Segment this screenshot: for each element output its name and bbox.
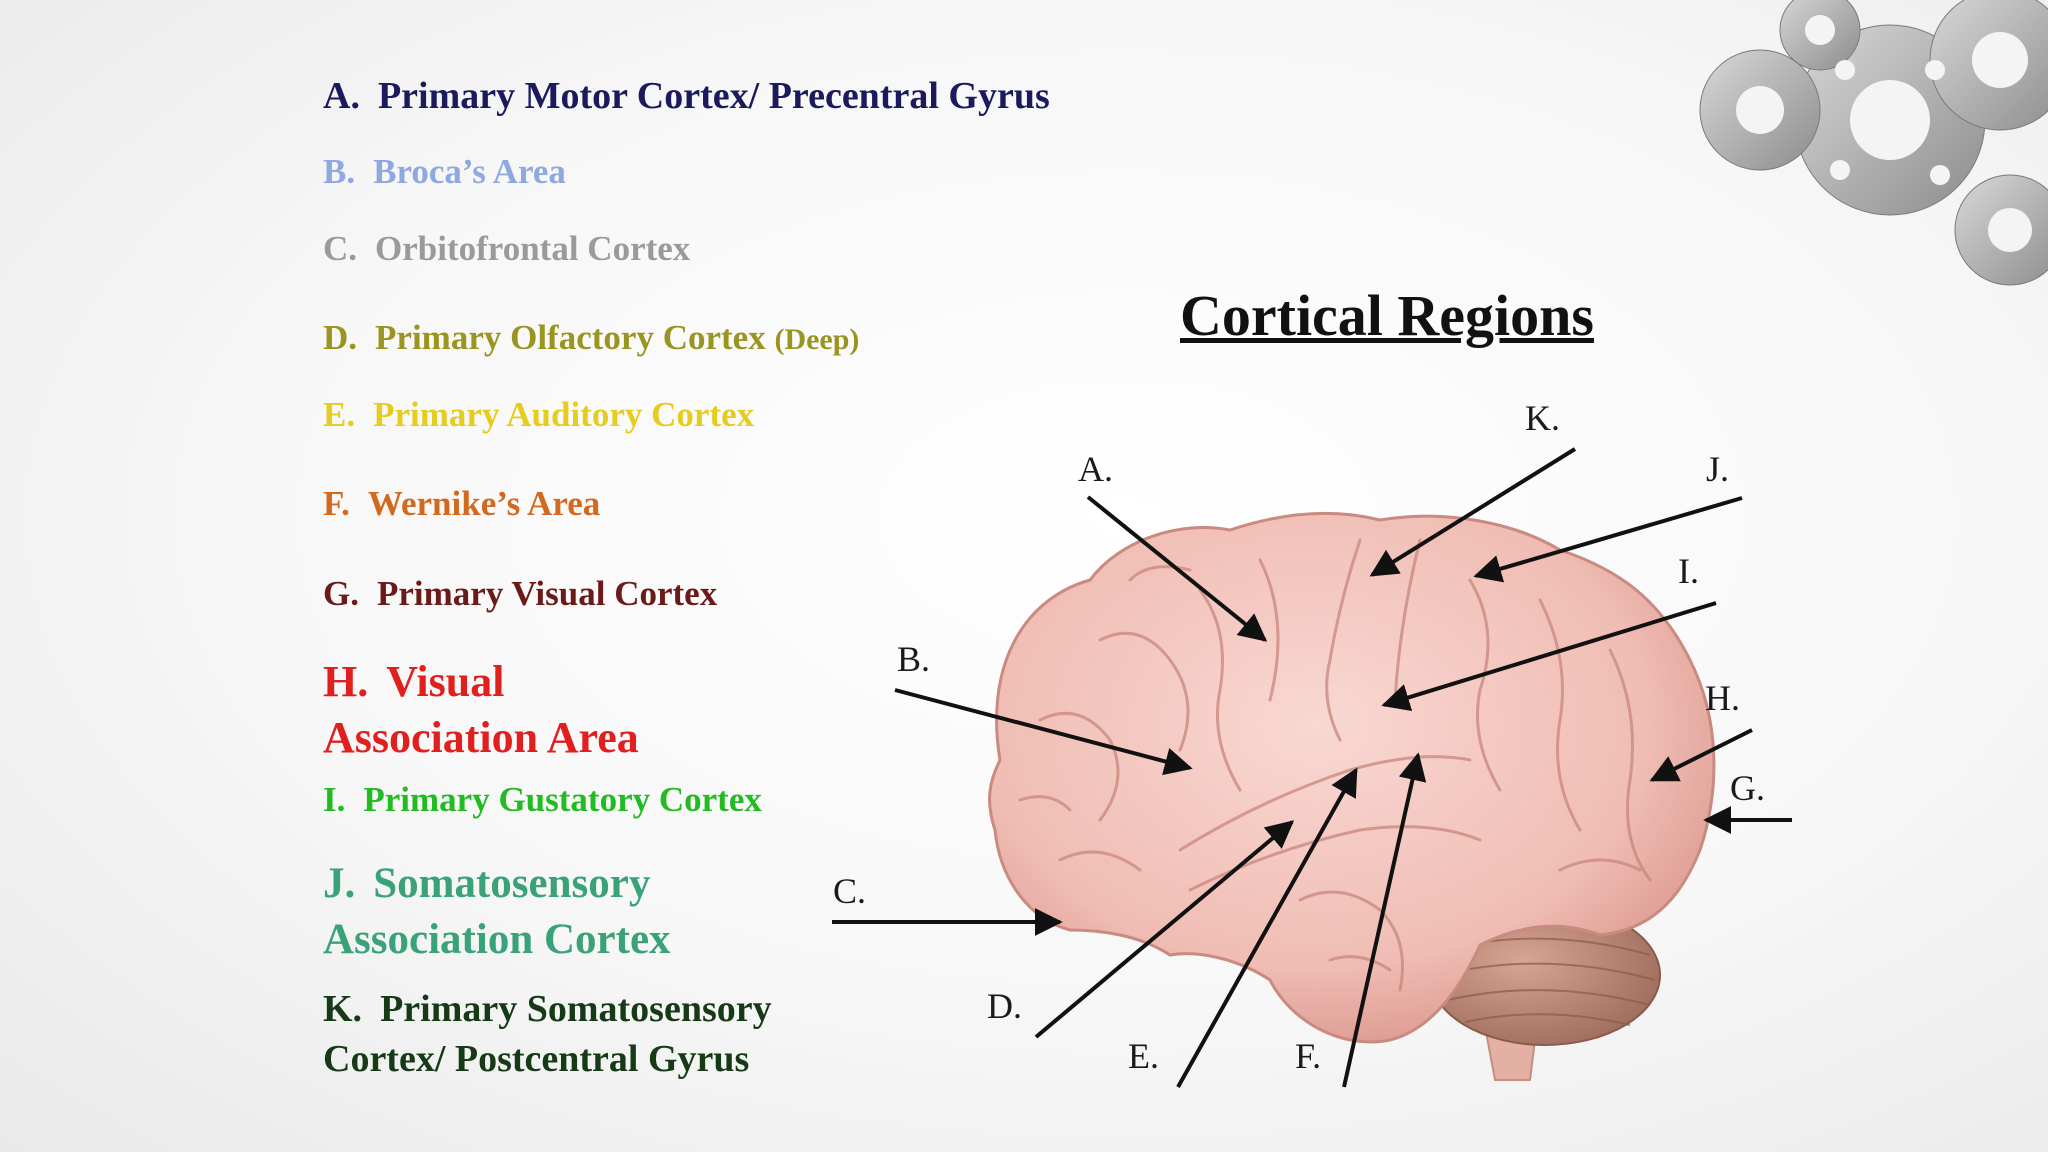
legend-text-line2: Cortex/ Postcentral Gyrus xyxy=(323,1038,750,1080)
legend-text: Primary Visual Cortex xyxy=(376,574,718,613)
page-title: Cortical Regions xyxy=(1180,283,1594,348)
legend-note: (Deep) xyxy=(774,323,860,356)
legend-letter: G. xyxy=(323,574,359,613)
legend-item-g: G. Primary Visual Cortex xyxy=(323,574,717,614)
legend-letter: C. xyxy=(323,229,358,268)
legend-letter: H. xyxy=(323,657,369,706)
legend-text: Primary Somatosensory xyxy=(380,988,772,1030)
legend-item-k: K. Primary Somatosensory Cortex/ Postcent… xyxy=(323,984,772,1084)
arrow-a xyxy=(1086,495,1268,642)
legend-text: Wernike’s Area xyxy=(367,484,601,523)
arrow-i xyxy=(1381,601,1717,711)
legend-item-d: D. Primary Olfactory Cortex (Deep) xyxy=(323,318,859,358)
legend-letter: B. xyxy=(323,152,356,191)
legend-text: Somatosensory xyxy=(373,860,651,907)
legend-item-b: B. Broca’s Area xyxy=(323,152,566,192)
legend-letter: I. xyxy=(323,780,346,819)
legend-letter: E. xyxy=(323,395,356,434)
legend-text-line2: Association Area xyxy=(323,713,639,762)
diagram-label-a: A. xyxy=(1078,449,1113,489)
arrow-b xyxy=(894,688,1193,776)
legend-item-i: I. Primary Gustatory Cortex xyxy=(323,780,762,820)
legend-item-a: A. Primary Motor Cortex/ Precentral Gyrus xyxy=(323,74,1050,118)
legend-item-c: C. Orbitofrontal Cortex xyxy=(323,229,690,269)
legend-text: Orbitofrontal Cortex xyxy=(375,229,691,268)
legend-text-line2: Association Cortex xyxy=(323,916,671,963)
legend-letter: J. xyxy=(323,860,356,907)
diagram-label-f: F. xyxy=(1295,1036,1322,1076)
arrow-d xyxy=(1034,820,1295,1039)
legend-letter: A. xyxy=(323,75,360,117)
arrow-f xyxy=(1342,752,1427,1088)
diagram-label-c: C. xyxy=(833,871,867,911)
legend-text: Primary Olfactory Cortex xyxy=(375,318,766,357)
legend-text: Primary Gustatory Cortex xyxy=(363,780,762,819)
arrow-j xyxy=(1473,496,1743,583)
legend-text: Broca’s Area xyxy=(373,152,566,191)
diagram-label-k: K. xyxy=(1525,398,1560,438)
legend-letter: K. xyxy=(323,988,363,1030)
arrow-h xyxy=(1649,728,1753,782)
legend-letter: F. xyxy=(323,484,350,523)
diagram-label-i: I. xyxy=(1678,551,1699,591)
arrow-k xyxy=(1369,447,1577,577)
diagram-label-g: G. xyxy=(1730,768,1765,808)
gears-decoration-icon xyxy=(1699,0,2048,286)
arrow-e xyxy=(1176,767,1358,1088)
legend-text: Visual xyxy=(386,657,505,706)
legend-item-e: E. Primary Auditory Cortex xyxy=(323,395,754,435)
legend-text: Primary Auditory Cortex xyxy=(373,395,755,434)
diagram-label-b: B. xyxy=(897,639,931,679)
legend-letter: D. xyxy=(323,318,358,357)
diagram-label-e: E. xyxy=(1128,1036,1159,1076)
diagram-label-h: H. xyxy=(1705,678,1740,718)
diagram-label-j: J. xyxy=(1706,449,1730,489)
legend-item-j: J. Somatosensory Association Cortex xyxy=(323,856,671,968)
legend-item-f: F. Wernike’s Area xyxy=(323,484,600,524)
legend-item-h: H. Visual Association Area xyxy=(323,654,639,766)
diagram-label-d: D. xyxy=(987,986,1022,1026)
legend-text: Primary Motor Cortex/ Precentral Gyrus xyxy=(377,75,1050,117)
